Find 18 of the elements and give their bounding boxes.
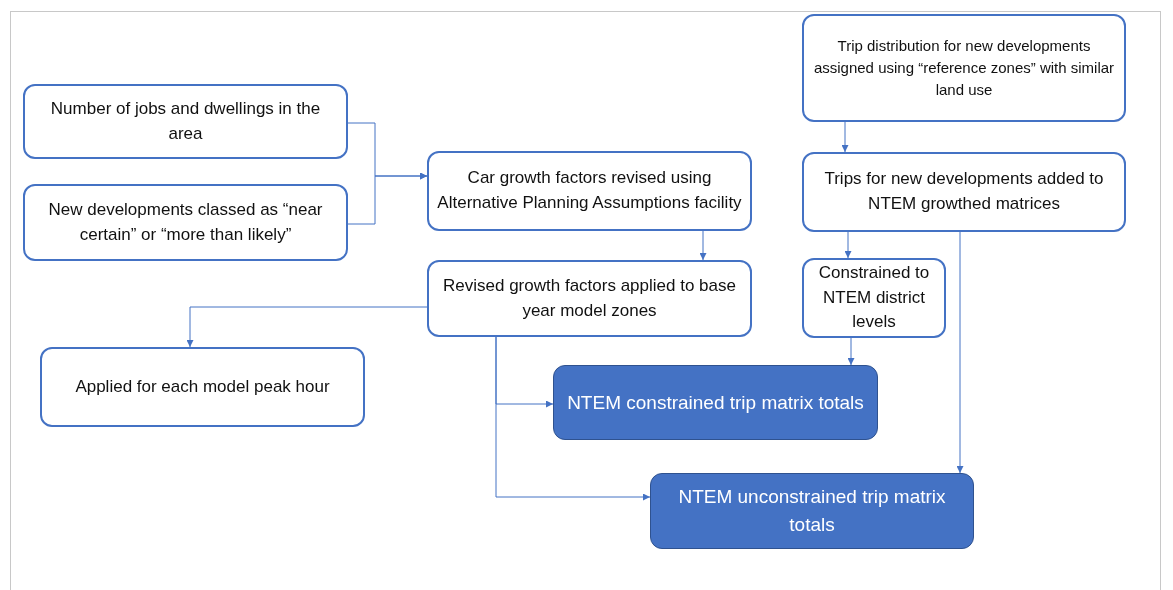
process-box: Car growth factors revised using Alternative Planning Assumptions facility [427, 151, 752, 231]
connector-arrow [699, 230, 707, 261]
process-box: Trips for new developments added to NTEM growthed matrices [802, 152, 1126, 232]
process-box: Trip distribution for new developments assigned using “reference zones” with similar land use [802, 14, 1126, 122]
process-box: New developments classed as “near certain” or “more than likely” [23, 184, 348, 261]
connector-arrow [495, 336, 651, 501]
connector-arrow [847, 337, 855, 366]
process-box: Constrained to NTEM district levels [802, 258, 946, 338]
output-box: NTEM unconstrained trip matrix totals [650, 473, 974, 549]
process-box: Applied for each model peak hour [40, 347, 365, 427]
connector-arrow [956, 231, 964, 474]
connector-arrow [841, 121, 849, 153]
connector-arrow [186, 306, 428, 348]
connector-arrow [347, 172, 428, 225]
output-box: NTEM constrained trip matrix totals [553, 365, 878, 440]
process-box: Number of jobs and dwellings in the area [23, 84, 348, 159]
connector-arrow [844, 231, 852, 259]
process-box: Revised growth factors applied to base year model zones [427, 260, 752, 337]
